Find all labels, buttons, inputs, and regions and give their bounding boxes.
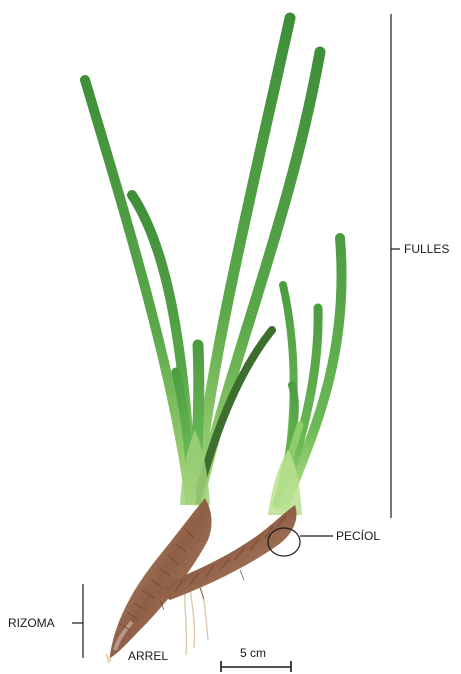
scale-label: 5 cm xyxy=(240,646,266,660)
leaf-blades-main xyxy=(85,18,320,500)
roots xyxy=(185,585,208,655)
rhizome-label: RIZOMA xyxy=(8,616,55,630)
root-label: ARREL xyxy=(128,649,168,663)
leaf-blade xyxy=(85,80,190,500)
rhizome xyxy=(105,498,296,664)
scale-bar xyxy=(221,661,291,672)
rhizome-bracket xyxy=(72,584,83,658)
petiole-label: PECÍOL xyxy=(336,528,380,543)
leaf-sheaths xyxy=(180,430,302,515)
leaves-bracket xyxy=(391,14,400,518)
leaves-label: FULLES xyxy=(404,242,449,256)
leaf-blade xyxy=(196,18,290,500)
